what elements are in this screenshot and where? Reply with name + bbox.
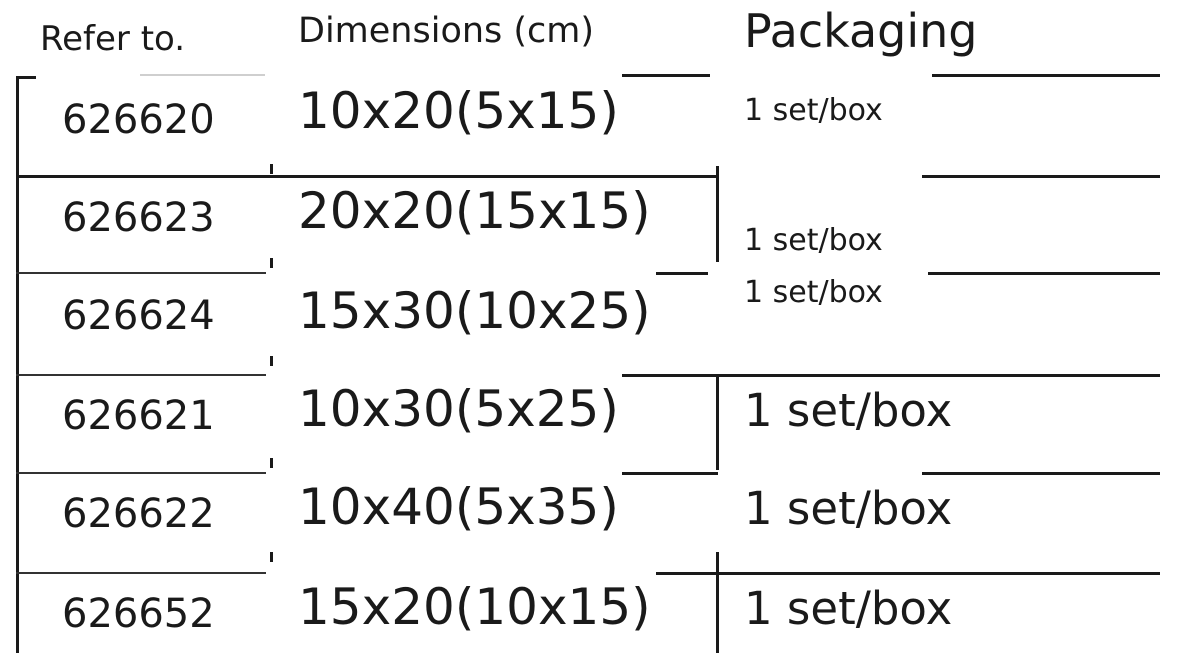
row-6-ref: 626652 — [62, 591, 215, 637]
row-4-ref: 626621 — [62, 393, 215, 439]
header-dimensions: Dimensions (cm) — [298, 11, 595, 51]
row-5-packaging: 1 set/box — [744, 482, 953, 535]
row-separator-1 — [16, 175, 716, 178]
row-6-dimensions: 15x20(10x15) — [298, 578, 651, 636]
column-tick-1 — [270, 164, 273, 174]
row-separator-3 — [16, 374, 266, 376]
row-6-packaging: 1 set/box — [744, 582, 953, 635]
packaging-divider-2 — [716, 374, 719, 470]
column-tick-3 — [270, 356, 273, 366]
row-separator-2-mid — [656, 272, 708, 275]
column-tick-4 — [270, 458, 273, 468]
row-5-dimensions: 10x40(5x35) — [298, 478, 619, 536]
row-3-dimensions: 15x30(10x25) — [298, 282, 651, 340]
row-2-ref: 626623 — [62, 195, 215, 241]
header-rule-right — [932, 74, 1160, 77]
row-separator-3-right — [622, 374, 1160, 377]
row-separator-2 — [16, 272, 266, 274]
row-2-dimensions: 20x20(15x15) — [298, 182, 651, 240]
row-2-packaging: 1 set/box — [744, 223, 883, 258]
row-separator-4-right — [922, 472, 1160, 475]
row-3-packaging: 1 set/box — [744, 275, 883, 310]
row-separator-4 — [16, 472, 266, 474]
row-separator-1-right — [922, 175, 1160, 178]
row-4-packaging: 1 set/box — [744, 384, 953, 437]
header-rule-left — [140, 74, 265, 76]
row-3-ref: 626624 — [62, 293, 215, 339]
row-4-dimensions: 10x30(5x25) — [298, 380, 619, 438]
row-separator-4-mid — [622, 472, 718, 475]
row-1-ref: 626620 — [62, 97, 215, 143]
row-separator-5 — [16, 572, 266, 574]
header-packaging: Packaging — [744, 4, 978, 58]
column-tick-5 — [270, 552, 273, 562]
row-5-ref: 626622 — [62, 491, 215, 537]
row-1-packaging: 1 set/box — [744, 93, 883, 128]
header-rule-mid — [622, 74, 710, 77]
packaging-divider-3 — [716, 552, 719, 653]
table-left-border — [16, 76, 19, 653]
row-separator-5-right — [656, 572, 1160, 575]
column-tick-2 — [270, 258, 273, 268]
header-refer-to: Refer to. — [40, 19, 186, 59]
table-top-border-left — [16, 76, 36, 79]
row-separator-2-right — [928, 272, 1160, 275]
packaging-divider-1 — [716, 166, 719, 262]
row-1-dimensions: 10x20(5x15) — [298, 82, 619, 140]
